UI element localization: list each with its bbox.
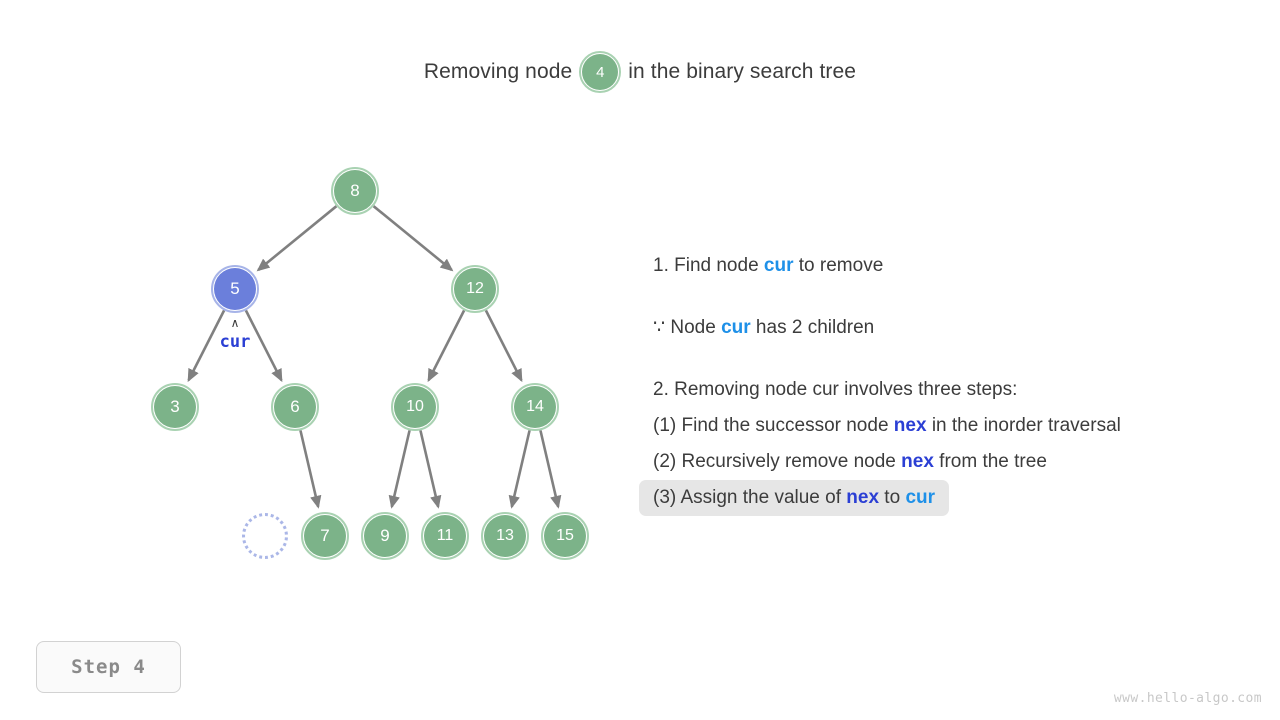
tree-edge-14-15 (539, 430, 562, 509)
description-panel: 1. Find node cur to remove ∵ Node cur ha… (639, 248, 1265, 516)
desc-line1-keyword-cur: cur (763, 255, 794, 276)
desc-line2-post: has 2 children (750, 317, 875, 338)
pointer-cur: ∧ cur (219, 316, 251, 353)
desc-line-has-two-children: ∵ Node cur has 2 children (653, 310, 1265, 346)
tree-node-value: 5 (230, 279, 240, 298)
tree-node-value: 12 (466, 280, 484, 297)
desc-line6-pre: (3) Assign the value of (653, 487, 847, 508)
desc-line-three-steps: 2. Removing node cur involves three step… (653, 372, 1265, 408)
desc-line-step3-row: (3) Assign the value of nex to cur (639, 480, 1265, 516)
tree-edge-10-11 (419, 430, 442, 509)
tree-edge-5-6 (244, 309, 283, 383)
tree-edges (187, 205, 562, 509)
desc-line2-pre: ∵ Node (653, 317, 722, 338)
tree-node-3: 3 (151, 383, 199, 431)
tree-node-9: 9 (361, 512, 409, 560)
tree-node-value: 14 (526, 398, 544, 415)
tree-node-value: 6 (290, 397, 300, 416)
desc-line6-keyword-cur: cur (905, 487, 936, 508)
page-title: Removing node 4 in the binary search tre… (0, 51, 1280, 93)
desc-line6-keyword-nex: nex (846, 487, 880, 508)
tree-node-value: 10 (406, 398, 424, 415)
tree-edge-8-12 (372, 205, 454, 272)
desc-line5-keyword-nex: nex (901, 451, 934, 472)
desc-line5-pre: (2) Recursively remove node (653, 451, 902, 472)
tree-node-value: 3 (170, 397, 180, 416)
tree-node-13: 13 (481, 512, 529, 560)
desc-line-step3-highlighted: (3) Assign the value of nex to cur (639, 480, 950, 516)
empty-node-placeholder (242, 513, 288, 559)
desc-line1-pre: 1. Find node (653, 255, 764, 276)
watermark: www.hello-algo.com (1113, 691, 1262, 706)
desc-line-step2: (2) Recursively remove node nex from the… (653, 444, 1265, 480)
tree-node-value: 7 (320, 526, 330, 545)
desc-line3-text: 2. Removing node cur involves three step… (653, 379, 1018, 400)
tree-edge-14-13 (508, 430, 531, 509)
step-badge-label: Step 4 (71, 656, 146, 678)
tree-node-15: 15 (541, 512, 589, 560)
binary-search-tree-diagram: 8 5 12 3 6 10 14 7 9 11 13 15 ∧ cur (0, 0, 640, 620)
tree-edge-8-5 (256, 205, 338, 272)
tree-node-7: 7 (301, 512, 349, 560)
tree-node-5: 5 (211, 265, 259, 313)
desc-line4-pre: (1) Find the successor node (653, 415, 894, 436)
tree-node-value: 8 (350, 181, 360, 200)
pointer-cur-label: cur (219, 332, 251, 352)
tree-edge-12-14 (484, 309, 523, 383)
page-title-prefix: Removing node (423, 60, 573, 83)
tree-node-value: 9 (380, 526, 390, 545)
tree-node-value: 13 (496, 527, 514, 544)
title-node-badge: 4 (579, 51, 622, 93)
tree-edge-12-10 (427, 309, 466, 383)
tree-edge-10-9 (388, 430, 411, 509)
desc-line4-post: in the inorder traversal (926, 415, 1121, 436)
tree-node-11: 11 (421, 512, 469, 560)
tree-node-8: 8 (331, 167, 379, 215)
desc-line2-keyword-cur: cur (721, 317, 751, 338)
tree-node-10: 10 (391, 383, 439, 431)
desc-line1-post: to remove (793, 255, 884, 276)
tree-node-6: 6 (271, 383, 319, 431)
tree-node-14: 14 (511, 383, 559, 431)
tree-edge-5-3 (187, 309, 226, 383)
desc-line-step1: (1) Find the successor node nex in the i… (653, 408, 1265, 444)
page-title-suffix: in the binary search tree (628, 60, 857, 83)
tree-edge-6-7 (299, 430, 322, 509)
step-badge: Step 4 (36, 641, 181, 693)
tree-node-value: 15 (556, 527, 574, 544)
tree-node-value: 11 (436, 527, 454, 544)
desc-line-find-node: 1. Find node cur to remove (653, 248, 1265, 284)
desc-line4-keyword-nex: nex (893, 415, 927, 436)
desc-line5-post: from the tree (933, 451, 1047, 472)
tree-node-12: 12 (451, 265, 499, 313)
pointer-caret-icon: ∧ (230, 316, 240, 330)
desc-line6-mid: to (879, 487, 906, 508)
